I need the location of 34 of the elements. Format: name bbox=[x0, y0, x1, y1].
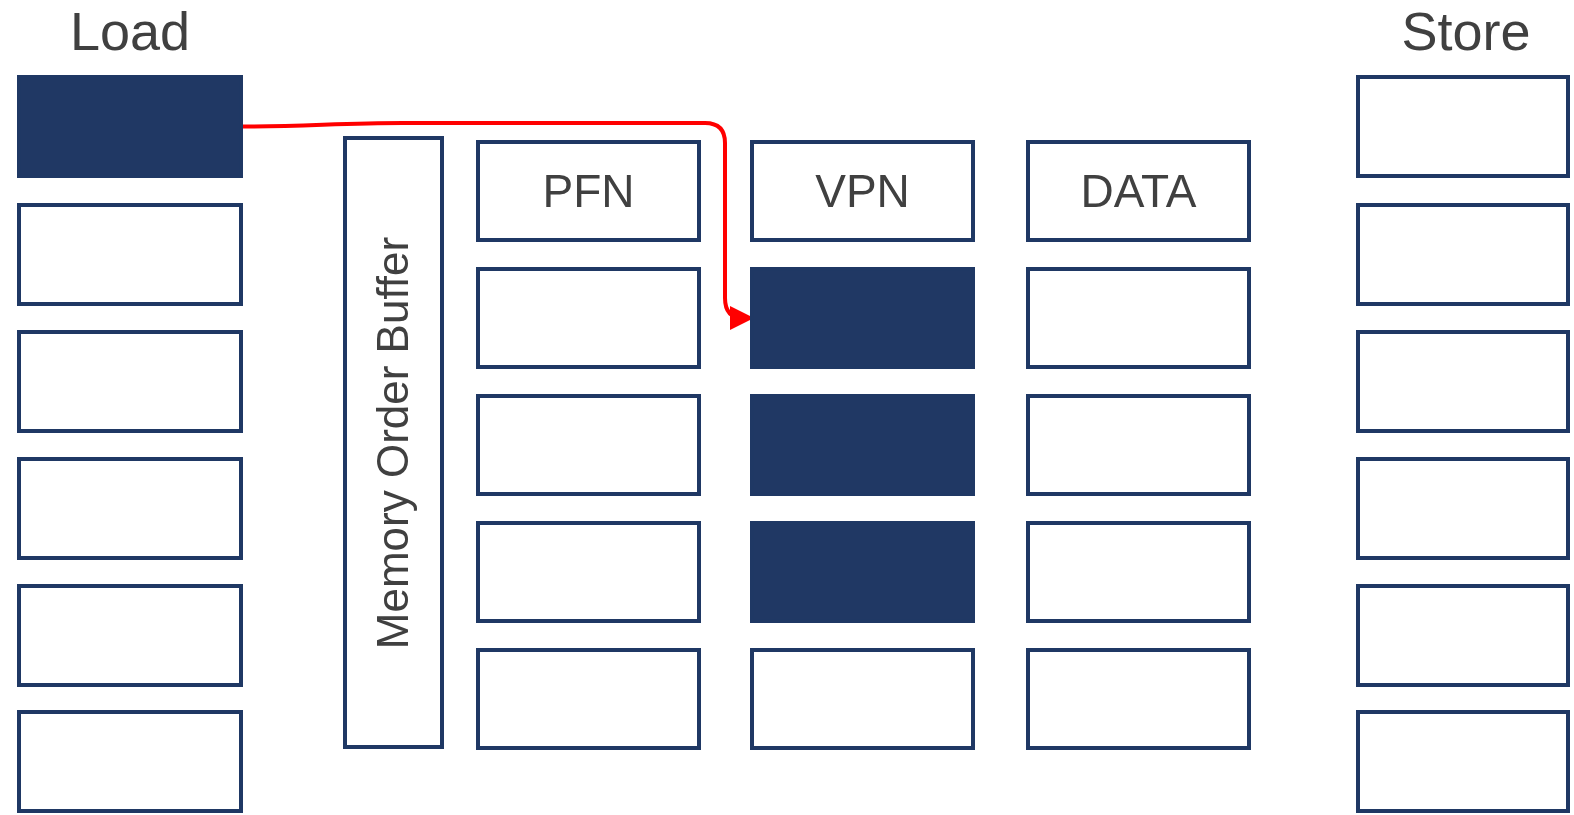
header-box bbox=[750, 140, 975, 242]
column-header: PFN bbox=[542, 164, 635, 218]
header-box bbox=[476, 140, 701, 242]
entry-box bbox=[17, 330, 243, 433]
entry-box bbox=[1356, 75, 1570, 178]
filled-entry-box bbox=[17, 75, 243, 178]
column-title: Store bbox=[1401, 0, 1531, 62]
entry-box bbox=[1356, 584, 1570, 687]
buffer-bar bbox=[343, 136, 444, 749]
column-header: VPN bbox=[815, 164, 910, 218]
entry-box bbox=[476, 521, 701, 623]
column-title: Load bbox=[69, 0, 191, 62]
vertical-label: Memory Order Buffer bbox=[368, 236, 419, 649]
filled-entry-box bbox=[750, 267, 975, 369]
entry-box bbox=[1356, 710, 1570, 813]
header-box bbox=[1026, 140, 1251, 242]
filled-entry-box bbox=[750, 521, 975, 623]
entry-box bbox=[17, 584, 243, 687]
entry-box bbox=[17, 710, 243, 813]
entry-box bbox=[1026, 648, 1251, 750]
entry-box bbox=[476, 648, 701, 750]
entry-box bbox=[1026, 267, 1251, 369]
entry-box bbox=[1356, 330, 1570, 433]
entry-box bbox=[1356, 457, 1570, 560]
entry-box bbox=[17, 203, 243, 306]
entry-box bbox=[476, 394, 701, 496]
entry-box bbox=[476, 267, 701, 369]
entry-box bbox=[750, 648, 975, 750]
entry-box bbox=[17, 457, 243, 560]
entry-box bbox=[1026, 394, 1251, 496]
column-header: DATA bbox=[1080, 164, 1197, 218]
entry-box bbox=[1026, 521, 1251, 623]
filled-entry-box bbox=[750, 394, 975, 496]
entry-box bbox=[1356, 203, 1570, 306]
